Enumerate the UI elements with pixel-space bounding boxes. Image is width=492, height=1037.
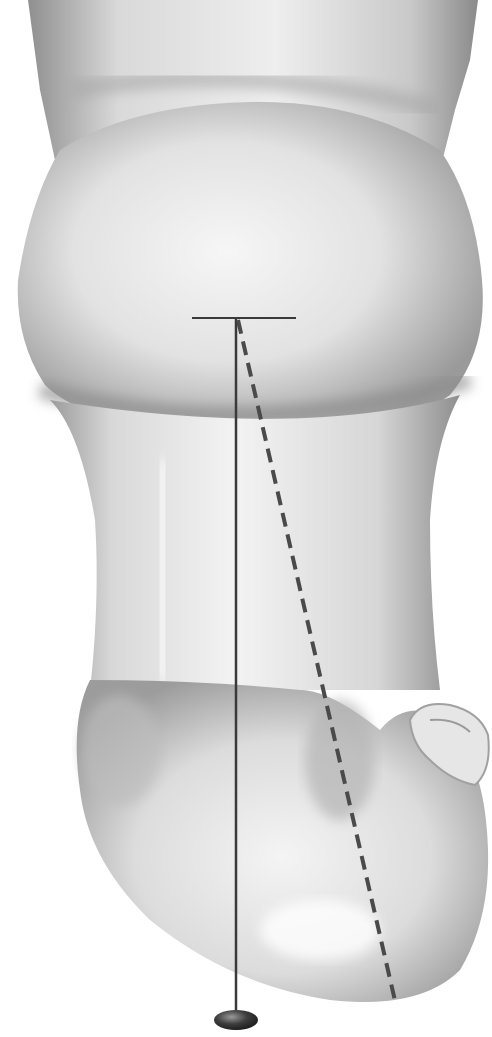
shin-shape (50, 395, 460, 690)
knee-shape (18, 102, 483, 435)
plumb-bob-icon (214, 1010, 258, 1030)
